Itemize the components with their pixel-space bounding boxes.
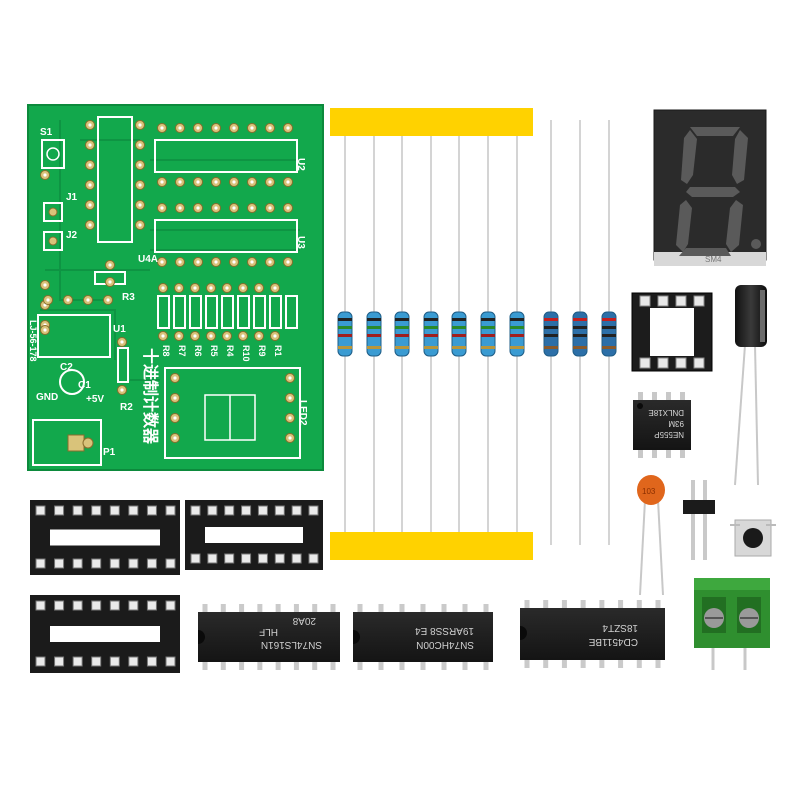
led2-outline	[164, 367, 301, 459]
label-board-title: 十进制计数器	[141, 348, 160, 445]
cd4511-line1: CD4511BE	[588, 636, 638, 647]
label-u4a: U4A	[138, 254, 158, 265]
dip16-socket	[30, 500, 180, 575]
tactile-switch	[730, 519, 776, 557]
ls161-line2: HLF	[259, 626, 278, 637]
resistor	[480, 311, 496, 357]
resistor-label: R4	[225, 345, 235, 357]
label-r2: R2	[120, 402, 133, 413]
label-c2: C2	[60, 362, 73, 373]
sn74ls161-chip: SN74LS161N HLF 20A8	[198, 604, 340, 670]
pcb-pads	[40, 120, 295, 443]
resistor-leads	[344, 120, 610, 545]
ne555-line2: 93M	[668, 419, 684, 428]
hc00-line2: 19ARSS8 E4	[415, 625, 474, 636]
j1-footprint	[43, 202, 63, 222]
ceramic-capacitor: 103	[637, 475, 665, 596]
u4a-outline	[97, 116, 133, 243]
screw-terminal	[694, 578, 770, 670]
resistor	[451, 311, 467, 357]
label-led2: LED2	[297, 400, 308, 426]
resistor-label: R9	[257, 345, 267, 357]
pcb-silkscreen: S1 J1 J2 R3 U1 U4A U2 U3 C1 C2 +5V GND R…	[28, 127, 308, 458]
resistor	[572, 311, 588, 357]
label-model: LJ-56-178	[28, 320, 38, 362]
dip16-socket	[185, 500, 323, 570]
resistor-labels: R8 R7 R6 R5 R4 R10 R9 R1	[161, 345, 283, 362]
resistor-bodies	[337, 311, 617, 357]
resistor	[509, 311, 525, 357]
resistor	[601, 311, 617, 357]
resistor	[337, 311, 353, 357]
label-u2: U2	[295, 158, 306, 171]
cd4511-chip: CD4511BE 18SZT4	[520, 600, 665, 668]
resistor-label: R5	[209, 345, 219, 357]
u1-outline	[37, 314, 111, 358]
label-p1: P1	[103, 447, 116, 458]
resistor	[543, 311, 559, 357]
u2-outline	[154, 139, 298, 173]
resistor-label: R7	[177, 345, 187, 357]
pin-header	[683, 480, 715, 560]
j2-footprint	[43, 231, 63, 251]
label-j2: J2	[66, 230, 78, 241]
hc00-line1: SN74HC00N	[416, 639, 474, 650]
resistor-strip	[330, 108, 617, 560]
label-u3: U3	[295, 236, 306, 249]
ls161-line1: SN74LS161N	[261, 639, 322, 650]
resistor	[366, 311, 382, 357]
p1-outline	[32, 419, 102, 466]
resistor	[423, 311, 439, 357]
label-s1: S1	[40, 127, 53, 138]
ne555-line3: DNLX18E	[648, 408, 684, 417]
display-marking: SM4	[705, 255, 722, 264]
label-u1: U1	[113, 324, 126, 335]
label-c1: C1	[78, 380, 91, 391]
label-r3: R3	[122, 292, 135, 303]
resistor-bank-footprints	[157, 295, 298, 329]
top-tape	[330, 108, 533, 136]
dip-sockets	[30, 500, 323, 673]
resistor-label: R1	[273, 345, 283, 357]
ls161-line3: 20A8	[292, 615, 316, 626]
ne555-line1: NE555P	[654, 430, 684, 439]
electrolytic-capacitor	[734, 285, 767, 486]
dip16-socket	[30, 595, 180, 673]
s1-footprint	[41, 139, 65, 169]
label-gnd: GND	[36, 392, 58, 403]
pcb-board	[27, 104, 324, 471]
ne555-chip: NE555P 93M DNLX18E	[633, 392, 691, 458]
resistor-label: R8	[161, 345, 171, 357]
seven-segment-display: SM4	[653, 109, 767, 266]
sn74hc00-chip: SN74HC00N 19ARSS8 E4	[353, 604, 493, 670]
resistor	[394, 311, 410, 357]
ceramic-cap-marking: 103	[642, 487, 656, 496]
dip8-socket	[631, 292, 713, 372]
label-5v: +5V	[86, 394, 104, 405]
bottom-tape	[330, 532, 533, 560]
resistor-label: R6	[193, 345, 203, 357]
cd4511-line2: 18SZT4	[602, 622, 638, 633]
resistor-label: R10	[241, 345, 251, 362]
u3-outline	[154, 219, 298, 253]
label-j1: J1	[66, 192, 78, 203]
